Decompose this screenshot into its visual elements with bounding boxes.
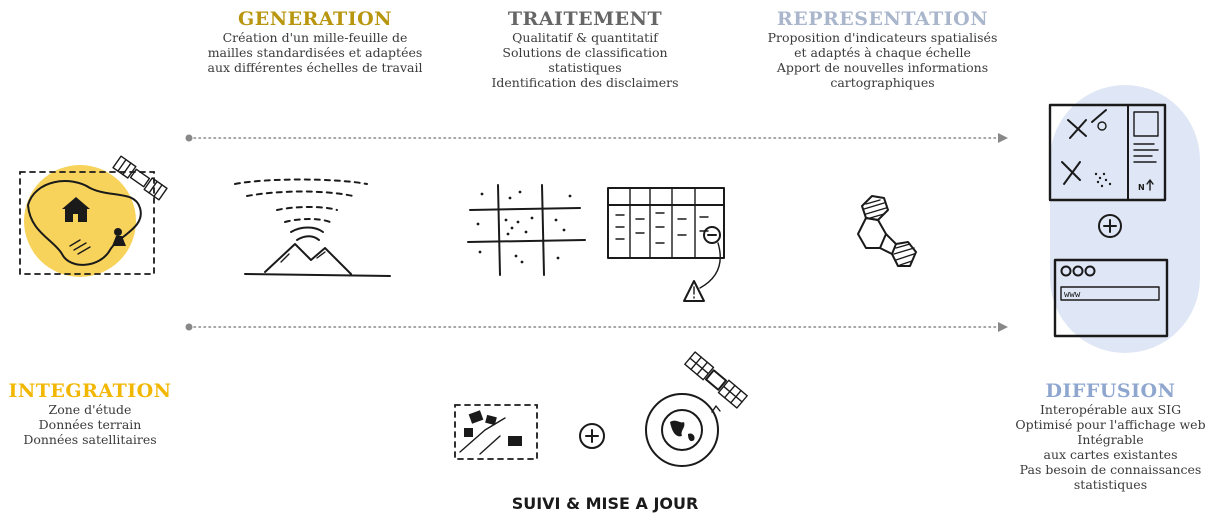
house-icon xyxy=(62,197,90,222)
web-browser-icon: www xyxy=(1053,258,1169,338)
diffusion-line: Optimisé pour l'affichage web xyxy=(1015,417,1206,432)
generation-block: GENERATION Création d'un mille-feuille d… xyxy=(180,8,450,75)
representation-line: Apport de nouvelles informations xyxy=(776,60,989,75)
diffusion-line: Interopérable aux SIG xyxy=(1039,402,1182,417)
traitement-line: Identification des disclaimers xyxy=(491,75,679,90)
integration-line: Zone d'étude xyxy=(48,402,132,417)
diffusion-line: Pas besoin de connaissances xyxy=(1019,462,1202,477)
satellite-icon xyxy=(684,351,748,409)
suivi-block: SUIVI & MISE A JOUR xyxy=(440,494,770,513)
url-label: www xyxy=(1064,290,1081,300)
plus-icon xyxy=(1098,214,1122,238)
traitement-block: TRAITEMENT Qualitatif & quantitatif Solu… xyxy=(465,8,705,90)
generation-line: Création d'un mille-feuille de xyxy=(222,30,408,45)
integration-map-icon xyxy=(19,155,168,277)
representation-line: Proposition d'indicateurs spatialisés xyxy=(767,30,998,45)
representation-line: cartographiques xyxy=(830,75,935,90)
integration-line: Données terrain xyxy=(38,417,142,432)
representation-block: REPRESENTATION Proposition d'indicateurs… xyxy=(740,8,1025,90)
hexagon-icon xyxy=(891,241,917,267)
integration-block: INTEGRATION Zone d'étude Données terrain… xyxy=(0,380,180,447)
diffusion-line: Intégrable xyxy=(1077,432,1144,447)
data-table-icon xyxy=(607,187,725,302)
diffusion-line: aux cartes existantes xyxy=(1043,447,1178,462)
classification-grid-icon xyxy=(467,184,586,276)
satellite-icon xyxy=(112,155,168,201)
traitement-line: statistiques xyxy=(548,60,622,75)
generation-line: mailles standardisées et adaptées xyxy=(207,45,423,60)
warning-icon xyxy=(683,280,705,302)
mountain-icon xyxy=(244,243,391,277)
representation-title: REPRESENTATION xyxy=(776,8,989,30)
generation-title: GENERATION xyxy=(238,8,392,30)
suivi-title: SUIVI & MISE A JOUR xyxy=(511,494,699,513)
traitement-title: TRAITEMENT xyxy=(507,8,663,30)
plus-icon xyxy=(579,423,605,449)
integration-title: INTEGRATION xyxy=(8,380,172,402)
diffusion-block: DIFFUSION Interopérable aux SIG Optimisé… xyxy=(1003,380,1218,492)
generation-layers-icon xyxy=(234,178,391,277)
generation-line: aux différentes échelles de travail xyxy=(207,60,423,75)
diffusion-background xyxy=(1050,85,1200,353)
diffusion-line: statistiques xyxy=(1073,477,1148,492)
field-data-map-icon xyxy=(454,404,538,460)
map-layout-icon: N xyxy=(1048,103,1167,202)
hexagon-icon xyxy=(861,195,889,221)
diffusion-title: DIFFUSION xyxy=(1045,380,1176,402)
traitement-line: Qualitatif & quantitatif xyxy=(512,30,658,45)
north-label: N xyxy=(1138,183,1145,192)
magnifier-icon xyxy=(703,226,721,244)
traitement-line: Solutions de classification xyxy=(502,45,668,60)
bottom-flow-arrow xyxy=(185,322,1008,332)
top-flow-arrow xyxy=(185,133,1008,143)
integration-line: Données satellitaires xyxy=(23,432,157,447)
hexagon-indicators-icon xyxy=(857,195,917,267)
earth-satellite-icon xyxy=(645,351,748,467)
earth-icon xyxy=(661,409,703,451)
representation-line: et adaptés à chaque échelle xyxy=(794,45,971,60)
